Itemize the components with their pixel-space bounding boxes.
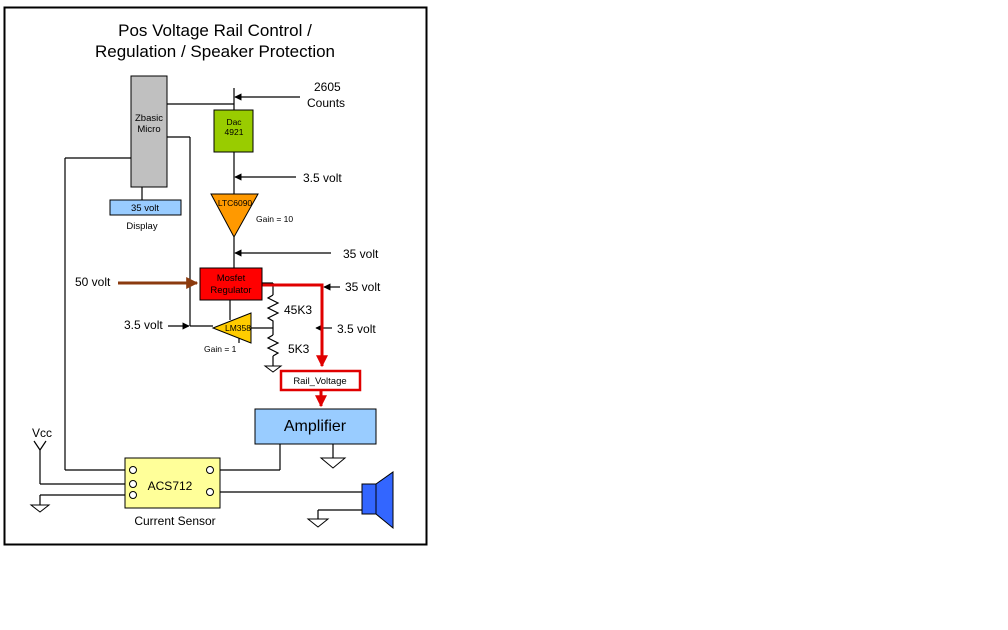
diagram-title-line1: Pos Voltage Rail Control / bbox=[118, 21, 312, 40]
micro-label-line2: Micro bbox=[137, 124, 160, 135]
display-caption: Display bbox=[126, 221, 157, 232]
lm358-gain: Gain = 1 bbox=[204, 344, 237, 354]
mosfet-label-line1: Mosfet bbox=[217, 273, 246, 284]
dac-label-line1: Dac bbox=[226, 117, 242, 127]
rail-voltage-label: Rail_Voltage bbox=[293, 376, 346, 387]
lm-out-label: 3.5 volt bbox=[337, 322, 376, 336]
lm358-opamp: LM358 Gain = 1 bbox=[204, 312, 252, 354]
counts-value-label: 2605 bbox=[314, 80, 341, 94]
current-sensor: ACS712 Current Sensor bbox=[124, 457, 221, 528]
counts-unit-label: Counts bbox=[307, 96, 345, 110]
resistor-bottom-label: 5K3 bbox=[288, 342, 310, 356]
zbasic-micro: Zbasic Micro bbox=[130, 75, 168, 188]
sensor-caption: Current Sensor bbox=[134, 514, 215, 528]
micro-label-line1: Zbasic bbox=[135, 113, 163, 124]
vcc-symbol: Vcc bbox=[32, 426, 52, 452]
dac-label-line2: 4921 bbox=[225, 127, 244, 137]
mosfet-regulator: Mosfet Regulator bbox=[199, 267, 263, 301]
ltc-label: LTC6090 bbox=[218, 198, 253, 208]
dac-out-label: 3.5 volt bbox=[303, 171, 342, 185]
mosfet-label-line2: Regulator bbox=[210, 285, 251, 296]
rail-voltage-wire bbox=[262, 283, 328, 368]
rail-voltage-box: Rail_Voltage bbox=[279, 369, 362, 392]
amplifier-block: Amplifier bbox=[254, 408, 377, 445]
resistor-top-label: 45K3 bbox=[284, 303, 312, 317]
input-rail-label: 50 volt bbox=[75, 275, 111, 289]
display-block: 35 volt Display bbox=[109, 199, 182, 232]
sensor-label: ACS712 bbox=[148, 479, 193, 493]
ltc6090-opamp: LTC6090 Gain = 10 bbox=[210, 193, 293, 239]
ltc-gain: Gain = 10 bbox=[256, 214, 293, 224]
ltc-out-label: 35 volt bbox=[343, 247, 379, 261]
amplifier-label: Amplifier bbox=[284, 418, 347, 435]
diagram-title-line2: Regulation / Speaker Protection bbox=[95, 42, 335, 61]
fb-ref-label: 3.5 volt bbox=[124, 318, 163, 332]
signal-wires bbox=[39, 88, 362, 519]
mosfet-out-label: 35 volt bbox=[345, 280, 381, 294]
display-value: 35 volt bbox=[131, 203, 159, 214]
vcc-label: Vcc bbox=[32, 426, 52, 440]
ground-symbols bbox=[29, 365, 347, 528]
lm358-label: LM358 bbox=[225, 323, 251, 333]
resistor-divider: 45K3 5K3 bbox=[266, 294, 312, 357]
dac-4921: Dac 4921 bbox=[213, 109, 254, 153]
speaker-icon bbox=[361, 471, 394, 530]
